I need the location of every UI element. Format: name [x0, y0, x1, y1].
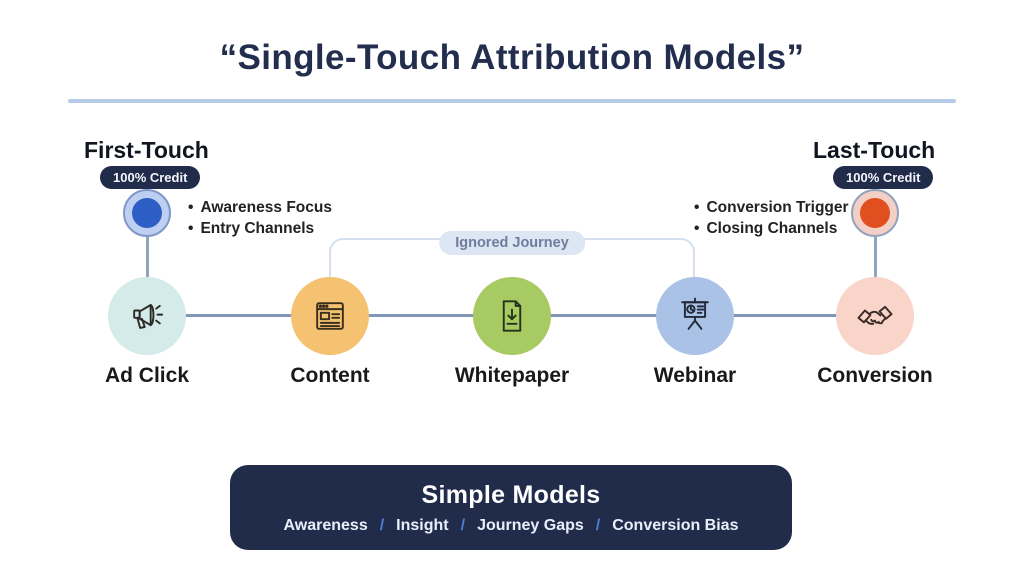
document-download-icon [490, 294, 534, 338]
bullet-dot: • [694, 220, 700, 237]
bullet-dot: • [694, 199, 700, 216]
summary-item: Conversion Bias [612, 516, 739, 534]
megaphone-icon [125, 294, 169, 338]
summary-box: Simple Models Awareness / Insight / Jour… [230, 465, 792, 550]
last-touch-dot [860, 198, 890, 228]
last-touch-heading: Last-Touch [813, 137, 936, 163]
summary-item: Journey Gaps [477, 516, 584, 534]
credit-badge-label: 100% Credit [833, 166, 934, 189]
bullet-text: Conversion Trigger [706, 199, 849, 216]
summary-title: Simple Models [421, 480, 601, 509]
bullet-text: Closing Channels [706, 220, 838, 237]
summary-items: Awareness / Insight / Journey Gaps / Con… [284, 517, 739, 535]
node-label-ad-click: Ad Click [104, 364, 190, 387]
presentation-icon [673, 294, 717, 338]
list-item: • Conversion Trigger [694, 199, 849, 217]
node-conversion [836, 277, 914, 355]
first-touch-heading: First-Touch [84, 137, 209, 163]
first-touch-credit-badge: 100% Credit [100, 166, 201, 189]
node-content [291, 277, 369, 355]
handshake-icon [853, 294, 897, 338]
list-item: • Closing Channels [694, 220, 849, 238]
separator-slash: / [379, 516, 385, 534]
list-item: • Awareness Focus [188, 199, 332, 217]
bullet-dot: • [188, 199, 194, 216]
first-touch-marker [123, 189, 171, 237]
bullet-dot: • [188, 220, 194, 237]
first-touch-connector-line [145, 237, 149, 279]
bullet-text: Entry Channels [200, 220, 315, 237]
bullet-text: Awareness Focus [200, 199, 332, 216]
title-divider [68, 99, 956, 103]
page-title: “Single-Touch Attribution Models” [219, 38, 805, 77]
last-touch-bullets: • Conversion Trigger • Closing Channels [694, 199, 849, 238]
node-label-conversion: Conversion [817, 364, 933, 387]
first-touch-dot [132, 198, 162, 228]
ignored-journey-pill: Ignored Journey [439, 231, 585, 255]
separator-slash: / [460, 516, 466, 534]
list-item: • Entry Channels [188, 220, 332, 238]
node-ad-click [108, 277, 186, 355]
node-label-webinar: Webinar [653, 364, 737, 387]
last-touch-marker [851, 189, 899, 237]
node-whitepaper [473, 277, 551, 355]
last-touch-connector-line [873, 237, 877, 279]
last-touch-credit-badge: 100% Credit [833, 166, 934, 189]
node-label-whitepaper: Whitepaper [454, 364, 570, 387]
node-webinar [656, 277, 734, 355]
separator-slash: / [595, 516, 601, 534]
summary-item: Insight [396, 516, 449, 534]
first-touch-bullets: • Awareness Focus • Entry Channels [188, 199, 332, 238]
summary-item: Awareness [283, 516, 368, 534]
node-label-content: Content [290, 364, 370, 387]
credit-badge-label: 100% Credit [100, 166, 201, 189]
browser-icon [308, 294, 352, 338]
